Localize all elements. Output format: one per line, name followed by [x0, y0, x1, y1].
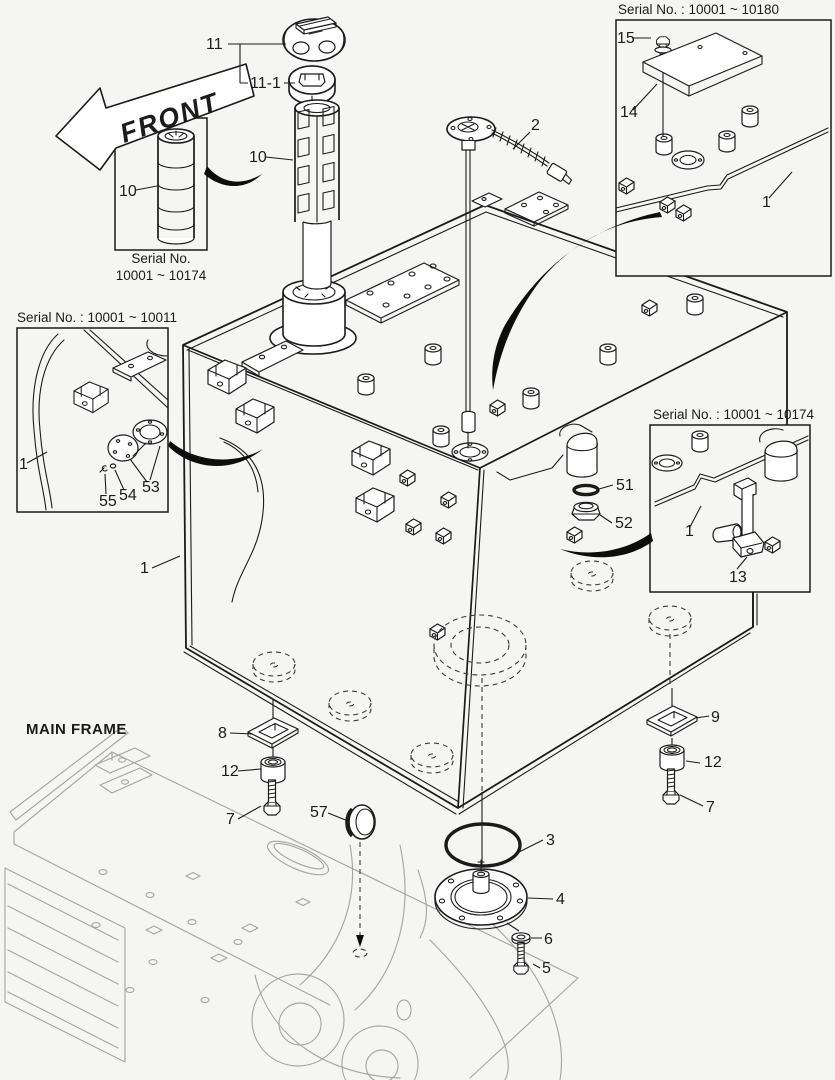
part-label-2: 2: [531, 117, 540, 134]
serial-title-top-right: Serial No. : 10001 ~ 10180: [618, 2, 779, 17]
part-label-11-1: 11-1: [250, 75, 281, 92]
part-label-1: 1: [140, 560, 149, 577]
swoosh-top: [492, 212, 662, 390]
part-label-53: 53: [142, 479, 160, 496]
part-label-57: 57: [310, 804, 328, 821]
part-label-1-top-right: 1: [762, 194, 771, 211]
part-label-8: 8: [218, 725, 227, 742]
part-label-52: 52: [615, 515, 633, 532]
part-label-13: 13: [729, 569, 747, 586]
part-label-1-right-box: 1: [685, 523, 694, 540]
swoosh-left: [168, 441, 263, 466]
main-frame-label: MAIN FRAME: [26, 721, 127, 738]
fuel-sensor: [446, 116, 573, 449]
part-label-55: 55: [99, 493, 117, 510]
part-label-11: 11: [206, 36, 223, 53]
part-label-4: 4: [556, 891, 565, 908]
part-label-54: 54: [119, 487, 137, 504]
part-label-7-left: 7: [226, 811, 235, 828]
part-label-5: 5: [542, 960, 551, 977]
swoosh-arrows: [168, 166, 662, 558]
part-label-10-box: 10: [119, 183, 137, 200]
leader-lines: [151, 43, 710, 969]
serial-strainer-line1: Serial No.: [131, 251, 190, 266]
serial-strainer-line2: 10001 ~ 10174: [116, 268, 207, 283]
callout-box-left: Serial No. : 10001 ~ 10011: [16, 310, 177, 513]
part-label-14: 14: [620, 104, 638, 121]
part-label-6: 6: [544, 931, 553, 948]
callout-box-top-right: Serial No. : 10001 ~ 10180: [615, 2, 832, 277]
part-label-9: 9: [711, 709, 720, 726]
part-label-10: 10: [249, 149, 267, 166]
part-label-12-left: 12: [221, 763, 239, 780]
main-frame-drawing: [4, 726, 579, 1080]
part-label-1-left-box: 1: [19, 456, 28, 473]
mounting-parts: [247, 688, 698, 975]
swoosh-strainer: [204, 166, 262, 187]
part-label-3: 3: [546, 832, 555, 849]
part-label-12-right: 12: [704, 754, 722, 771]
fuel-tank: [182, 191, 788, 958]
part-label-51: 51: [616, 477, 634, 494]
swoosh-right: [560, 533, 653, 558]
serial-title-right: Serial No. : 10001 ~ 10174: [653, 407, 814, 422]
part-label-15: 15: [617, 30, 635, 47]
serial-title-left: Serial No. : 10001 ~ 10011: [17, 310, 177, 325]
callout-box-right: Serial No. : 10001 ~ 10174: [649, 407, 814, 593]
filler-cap-assembly: [282, 16, 346, 290]
part-label-7-right: 7: [706, 799, 715, 816]
